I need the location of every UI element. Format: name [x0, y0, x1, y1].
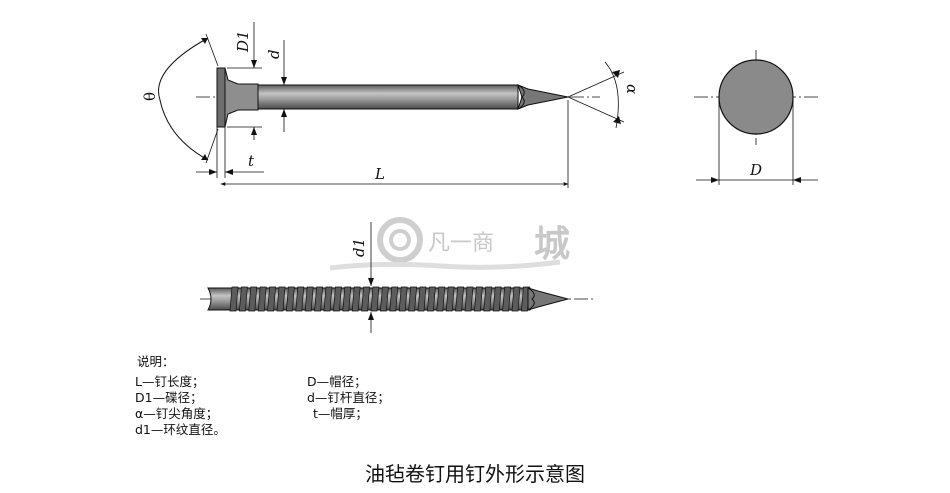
ring-groove — [323, 286, 333, 312]
ring-groove — [398, 286, 408, 312]
label-L: L — [374, 165, 385, 183]
label-alpha: α — [623, 84, 641, 94]
ring-grooves — [229, 286, 530, 312]
ring-groove — [351, 286, 361, 312]
label-t: t — [248, 152, 255, 170]
ring-shank-view: d1 — [200, 222, 595, 333]
ring-groove — [229, 286, 239, 312]
label-d1: d1 — [350, 238, 368, 257]
ring-groove — [314, 286, 323, 312]
ring-groove — [286, 286, 295, 312]
ring-groove — [333, 286, 342, 312]
label-theta: θ — [141, 92, 159, 101]
ring-groove — [417, 286, 427, 312]
watermark-accent: 城 — [534, 224, 570, 265]
ring-groove — [257, 286, 267, 312]
nail-side-view: θ D1 d α t L — [141, 22, 641, 188]
ring-groove — [445, 286, 455, 312]
legend-item-D1: D1—碟径； — [135, 390, 203, 405]
ring-groove — [464, 286, 474, 312]
ring-groove — [455, 286, 464, 312]
ring-groove — [295, 286, 305, 312]
figure-caption: 油毡卷钉用钉外形示意图 — [365, 462, 585, 486]
legend-item-alpha: α—钉尖角度； — [135, 406, 219, 421]
ring-groove — [342, 286, 352, 312]
watermark: 凡一商 城 — [329, 217, 570, 271]
ring-groove — [483, 286, 493, 312]
ring-groove — [389, 286, 399, 312]
ring-groove — [276, 286, 286, 312]
ring-groove — [521, 286, 530, 312]
watermark-brand: 凡一商 — [428, 231, 494, 256]
legend-item-D: D—帽径； — [307, 374, 367, 389]
nail-shank — [257, 84, 519, 110]
ring-groove — [474, 286, 483, 312]
ring-groove — [511, 286, 521, 312]
ring-shank-tip — [527, 287, 570, 311]
cross-section-circle — [718, 59, 794, 135]
legend-item-d1: d1—环纹直径。 — [135, 422, 226, 437]
ring-groove — [361, 286, 370, 312]
ring-groove — [502, 286, 511, 312]
ring-groove — [267, 286, 276, 312]
ring-groove — [370, 286, 380, 312]
ring-groove — [248, 286, 258, 312]
ring-groove — [239, 286, 248, 312]
ring-groove — [427, 286, 436, 312]
ring-groove — [380, 286, 389, 312]
label-D: D — [749, 161, 762, 179]
legend-heading: 说明： — [137, 354, 175, 369]
ring-groove — [408, 286, 417, 312]
nail-cross-section: D — [694, 50, 818, 185]
legend-item-d: d—钉杆直径； — [307, 390, 390, 405]
ring-groove — [304, 286, 314, 312]
watermark-ring-icon — [377, 217, 423, 263]
legend-item-t: t—帽厚； — [313, 406, 368, 421]
ring-groove — [492, 286, 502, 312]
ring-groove — [436, 286, 446, 312]
nail-tip — [517, 84, 569, 110]
label-d: d — [265, 49, 283, 59]
label-D1: D1 — [234, 30, 252, 53]
legend-item-L: L—钉长度； — [135, 374, 205, 389]
